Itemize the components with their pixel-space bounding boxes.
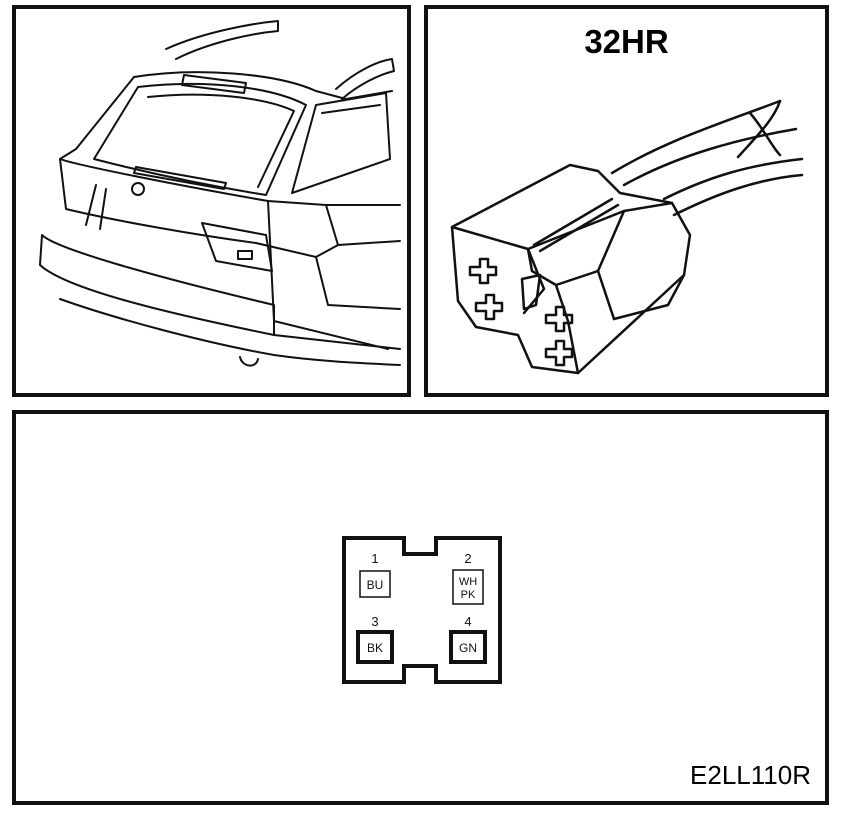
vehicle-location-panel xyxy=(12,5,411,397)
connector-id: 32HR xyxy=(584,23,669,60)
pinout-panel: 1 BU 2 WH PK 3 BK 4 GN E2LL110R xyxy=(12,410,829,805)
pin-wire-color: WH xyxy=(459,576,477,588)
connector-view-panel: 32HR xyxy=(424,5,829,397)
pin-wire-color: GN xyxy=(459,641,477,655)
pin-number: 1 xyxy=(371,551,378,566)
pin-1: 1 BU xyxy=(359,551,391,598)
pin-number: 4 xyxy=(464,614,471,629)
pin-number: 2 xyxy=(464,551,471,566)
connector-housing-illustration xyxy=(450,99,804,375)
pin-2: 2 WH PK xyxy=(452,551,484,605)
pin-wire-color-stripe: PK xyxy=(461,589,476,601)
figure-code: E2LL110R xyxy=(690,760,811,790)
pin-wire-color: BU xyxy=(367,578,384,592)
pinout-diagram: 1 BU 2 WH PK 3 BK 4 GN xyxy=(342,536,502,684)
pin-3: 3 BK xyxy=(356,614,394,664)
car-rear-illustration xyxy=(39,20,401,367)
pin-4: 4 GN xyxy=(449,614,487,664)
pin-wire-color: BK xyxy=(367,641,383,655)
pin-number: 3 xyxy=(371,614,378,629)
